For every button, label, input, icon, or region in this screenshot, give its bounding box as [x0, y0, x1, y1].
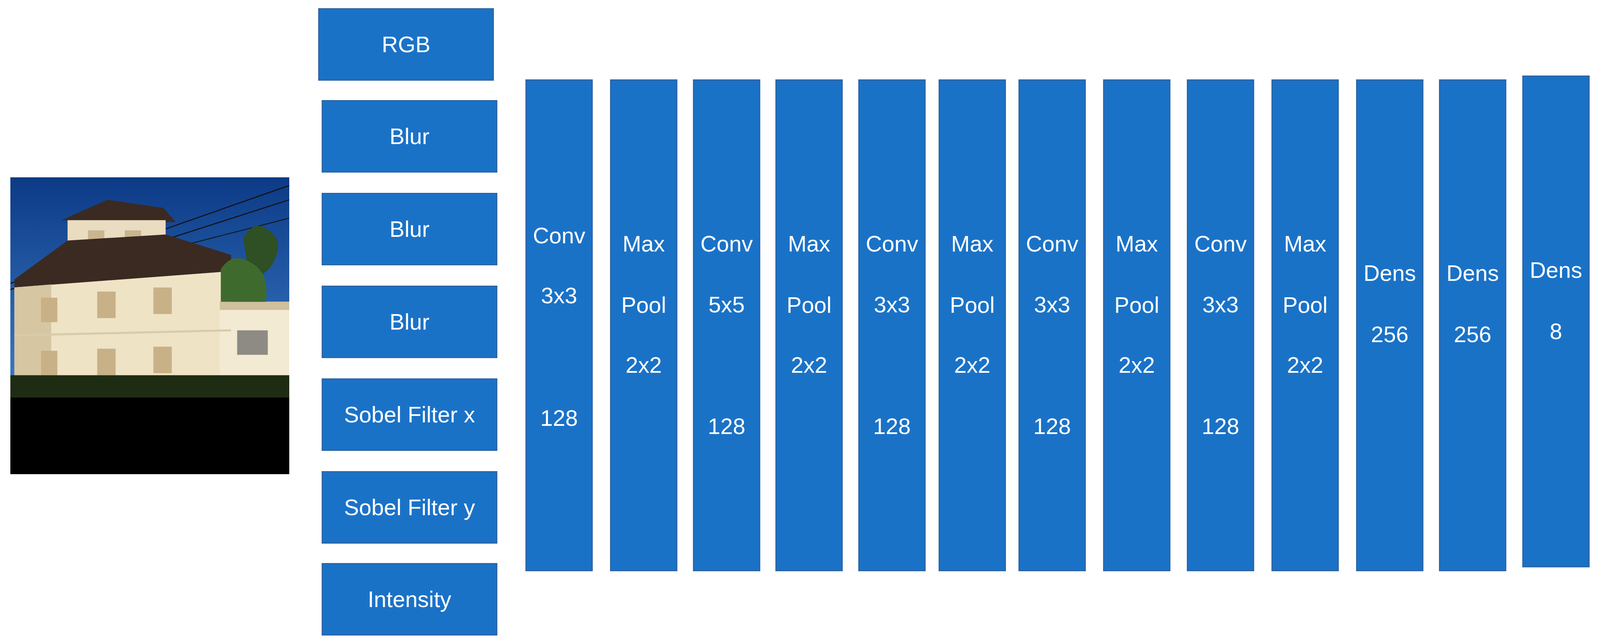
input-box: Blur: [321, 192, 498, 266]
box-label: 128: [694, 411, 759, 442]
box-label: 128: [1019, 411, 1085, 442]
input-box: Intensity: [321, 563, 498, 636]
box-label: 3x3: [1019, 289, 1085, 320]
box-label: Intensity: [367, 586, 452, 613]
box-label: 128: [1188, 411, 1253, 442]
pool-layer: Max Pool 2x2: [775, 79, 843, 572]
box-label: Max Pool: [1272, 213, 1338, 336]
dense-layer: Dens 256: [1356, 79, 1424, 572]
box-label: 128: [526, 403, 592, 434]
box-label: 2x2: [611, 350, 677, 381]
conv-layer: Conv 5x5 128: [692, 79, 761, 572]
box-label: 3x3: [526, 280, 592, 311]
input-box: Blur: [321, 100, 498, 173]
house-photo: [10, 177, 290, 475]
box-label: Conv: [526, 220, 592, 251]
box-label: 3x3: [1188, 289, 1253, 320]
pool-layer: Max Pool 2x2: [1103, 79, 1171, 572]
box-label: 5x5: [694, 289, 759, 320]
box-label: Max Pool: [611, 213, 677, 336]
input-box: Sobel Filter x: [321, 378, 498, 452]
box-label: 256: [1357, 319, 1423, 350]
box-label: Dens: [1357, 258, 1423, 289]
box-label: Dens: [1440, 258, 1506, 289]
box-label: 256: [1440, 319, 1506, 350]
box-label: 3x3: [859, 289, 925, 320]
box-label: RGB: [381, 31, 431, 58]
box-label: 2x2: [939, 350, 1005, 381]
box-label: Conv: [1019, 228, 1085, 260]
input-box: Blur: [321, 285, 498, 359]
conv-layer: Conv 3x3 128: [1018, 79, 1086, 572]
pool-layer: Max Pool 2x2: [1271, 79, 1339, 572]
box-label: 8: [1523, 316, 1589, 347]
box-label: Sobel Filter y: [344, 494, 475, 521]
box-label: Max Pool: [1104, 213, 1170, 336]
input-box: Sobel Filter y: [321, 471, 498, 544]
box-label: 2x2: [776, 350, 842, 381]
conv-layer: Conv 3x3 128: [1186, 79, 1255, 572]
box-label: Blur: [389, 123, 430, 150]
conv-layer: Conv 3x3 128: [525, 79, 593, 572]
box-label: Blur: [389, 216, 430, 243]
box-label: Conv: [1188, 228, 1253, 260]
conv-layer: Conv 3x3 128: [858, 79, 926, 572]
pool-layer: Max Pool 2x2: [610, 79, 678, 572]
box-label: Conv: [859, 228, 925, 260]
box-label: Conv: [694, 228, 759, 260]
input-box: RGB: [318, 8, 494, 81]
box-label: Max Pool: [776, 213, 842, 336]
box-label: Sobel Filter x: [344, 401, 475, 428]
box-label: Max Pool: [939, 213, 1005, 336]
box-label: 2x2: [1272, 350, 1338, 381]
dense-layer: Dens 256: [1438, 79, 1507, 572]
box-label: 128: [859, 411, 925, 442]
box-label: Blur: [389, 309, 430, 336]
dense-layer: Dens 8: [1522, 75, 1590, 568]
box-label: 2x2: [1104, 350, 1170, 381]
pool-layer: Max Pool 2x2: [938, 79, 1006, 572]
box-label: Dens: [1523, 255, 1589, 286]
